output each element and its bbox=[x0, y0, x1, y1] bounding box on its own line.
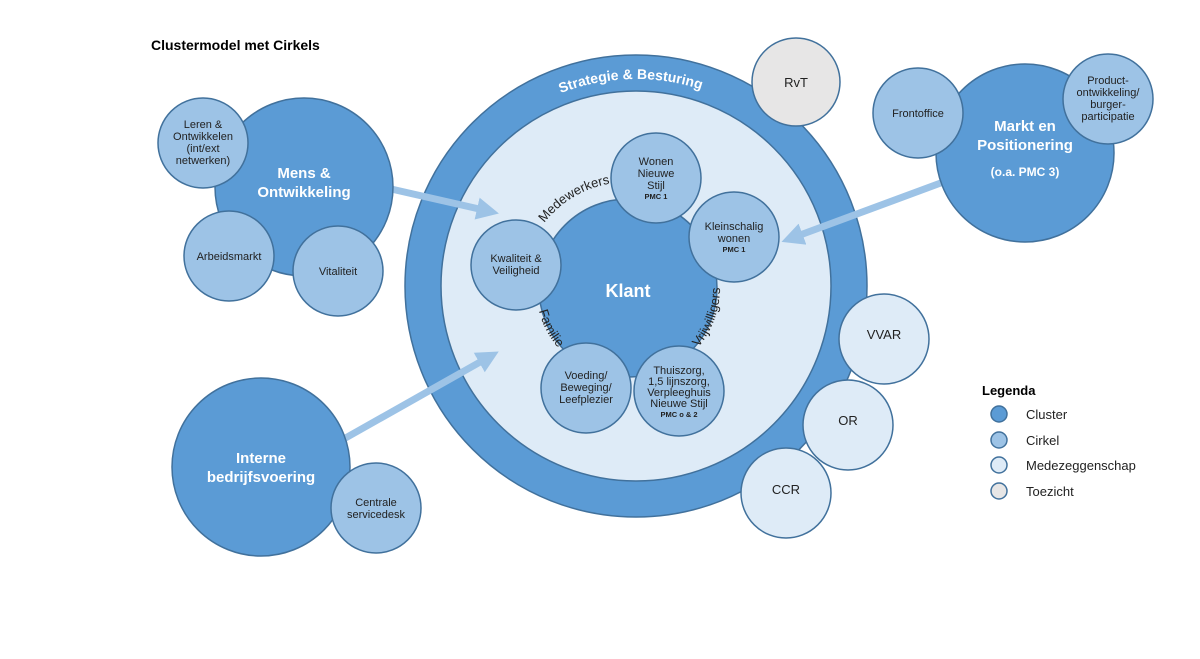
svg-text:(int/ext: (int/ext bbox=[186, 143, 219, 155]
svg-text:Thuiszorg,: Thuiszorg, bbox=[653, 365, 704, 377]
svg-text:servicedesk: servicedesk bbox=[347, 509, 406, 521]
legend-item: Medezeggenschap bbox=[1026, 458, 1136, 473]
svg-text:participatie: participatie bbox=[1081, 111, 1134, 123]
svg-text:Centrale: Centrale bbox=[355, 497, 397, 509]
svg-text:Interne: Interne bbox=[236, 450, 286, 467]
svg-text:PMC o & 2: PMC o & 2 bbox=[660, 410, 697, 419]
svg-text:Verpleeghuis: Verpleeghuis bbox=[647, 387, 711, 399]
node-or: OR bbox=[802, 379, 894, 471]
svg-text:PMC 1: PMC 1 bbox=[645, 192, 668, 201]
legend-swatch-toezicht bbox=[990, 482, 1008, 500]
svg-text:netwerken): netwerken) bbox=[176, 155, 230, 167]
arrow-interne-klant bbox=[316, 351, 499, 455]
svg-text:Wonen: Wonen bbox=[639, 156, 674, 168]
svg-text:Klant: Klant bbox=[606, 281, 651, 301]
svg-text:Product-: Product- bbox=[1087, 75, 1129, 87]
node-thuiszorg: Thuiszorg, 1,5 lijnszorg, Verpleeghuis N… bbox=[633, 345, 725, 437]
svg-text:Arbeidsmarkt: Arbeidsmarkt bbox=[197, 251, 262, 263]
svg-text:ontwikkeling/: ontwikkeling/ bbox=[1077, 87, 1141, 99]
node-vitaliteit: Vitaliteit bbox=[292, 225, 384, 317]
arrow-markt-klant bbox=[781, 167, 976, 245]
svg-text:burger-: burger- bbox=[1090, 99, 1126, 111]
svg-text:1,5 lijnszorg,: 1,5 lijnszorg, bbox=[648, 376, 710, 388]
node-arbeidsmarkt: Arbeidsmarkt bbox=[183, 210, 275, 302]
svg-text:Beweging/: Beweging/ bbox=[560, 382, 612, 394]
node-rvt: RvT bbox=[751, 37, 841, 127]
svg-text:Frontoffice: Frontoffice bbox=[892, 108, 944, 120]
legend-item: Cluster bbox=[1026, 407, 1068, 422]
svg-text:PMC 1: PMC 1 bbox=[723, 245, 746, 254]
node-frontoffice: Frontoffice bbox=[872, 67, 964, 159]
svg-text:RvT: RvT bbox=[784, 75, 808, 90]
svg-text:Stijl: Stijl bbox=[647, 180, 665, 192]
svg-text:CCR: CCR bbox=[772, 482, 800, 497]
svg-text:VVAR: VVAR bbox=[867, 327, 901, 342]
node-centrale-servicedesk: Centrale servicedesk bbox=[330, 462, 422, 554]
svg-text:Nieuwe: Nieuwe bbox=[638, 168, 675, 180]
svg-text:wonen: wonen bbox=[717, 233, 750, 245]
svg-text:(o.a. PMC 3): (o.a. PMC 3) bbox=[991, 165, 1060, 179]
legend-swatch-cirkel bbox=[990, 431, 1008, 449]
legend-item: Cirkel bbox=[1026, 433, 1059, 448]
svg-text:OR: OR bbox=[838, 413, 858, 428]
svg-text:bedrijfsvoering: bedrijfsvoering bbox=[207, 469, 315, 486]
svg-text:Mens &: Mens & bbox=[277, 165, 331, 182]
legend-swatch-medezeggenschap bbox=[990, 456, 1008, 474]
legend-swatch-cluster bbox=[990, 405, 1008, 423]
svg-text:Markt en: Markt en bbox=[994, 118, 1056, 135]
svg-text:Kwaliteit &: Kwaliteit & bbox=[490, 253, 542, 265]
cluster-interne-bedrijfsvoering: Interne bedrijfsvoering bbox=[171, 377, 351, 557]
node-wonen-nieuwe-stijl: Wonen Nieuwe Stijl PMC 1 bbox=[610, 132, 702, 224]
svg-text:Positionering: Positionering bbox=[977, 137, 1073, 154]
node-leren-ontwikkelen: Leren & Ontwikkelen (int/ext netwerken) bbox=[157, 97, 249, 189]
legend-title: Legenda bbox=[982, 383, 1036, 398]
node-ccr: CCR bbox=[740, 447, 832, 539]
diagram-title: Clustermodel met Cirkels bbox=[151, 37, 320, 53]
svg-text:Ontwikkeling: Ontwikkeling bbox=[257, 184, 350, 201]
svg-text:Veiligheid: Veiligheid bbox=[492, 265, 539, 277]
node-kleinschalig-wonen: Kleinschalig wonen PMC 1 bbox=[688, 191, 780, 283]
node-kwaliteit-veiligheid: Kwaliteit & Veiligheid bbox=[470, 219, 562, 311]
svg-text:Leefplezier: Leefplezier bbox=[559, 394, 613, 406]
svg-text:Voeding/: Voeding/ bbox=[565, 370, 609, 382]
svg-text:Leren &: Leren & bbox=[184, 119, 223, 131]
svg-text:Nieuwe Stijl: Nieuwe Stijl bbox=[650, 398, 707, 410]
svg-text:Kleinschalig: Kleinschalig bbox=[705, 221, 764, 233]
legend: Legenda Cluster Cirkel Medezeggenschap T… bbox=[982, 383, 1136, 500]
node-voeding: Voeding/ Beweging/ Leefplezier bbox=[540, 342, 632, 434]
svg-text:Vitaliteit: Vitaliteit bbox=[319, 266, 357, 278]
svg-text:Ontwikkelen: Ontwikkelen bbox=[173, 131, 233, 143]
node-vvar: VVAR bbox=[838, 293, 930, 385]
legend-item: Toezicht bbox=[1026, 484, 1074, 499]
node-productontwikkeling: Product- ontwikkeling/ burger- participa… bbox=[1062, 53, 1154, 145]
